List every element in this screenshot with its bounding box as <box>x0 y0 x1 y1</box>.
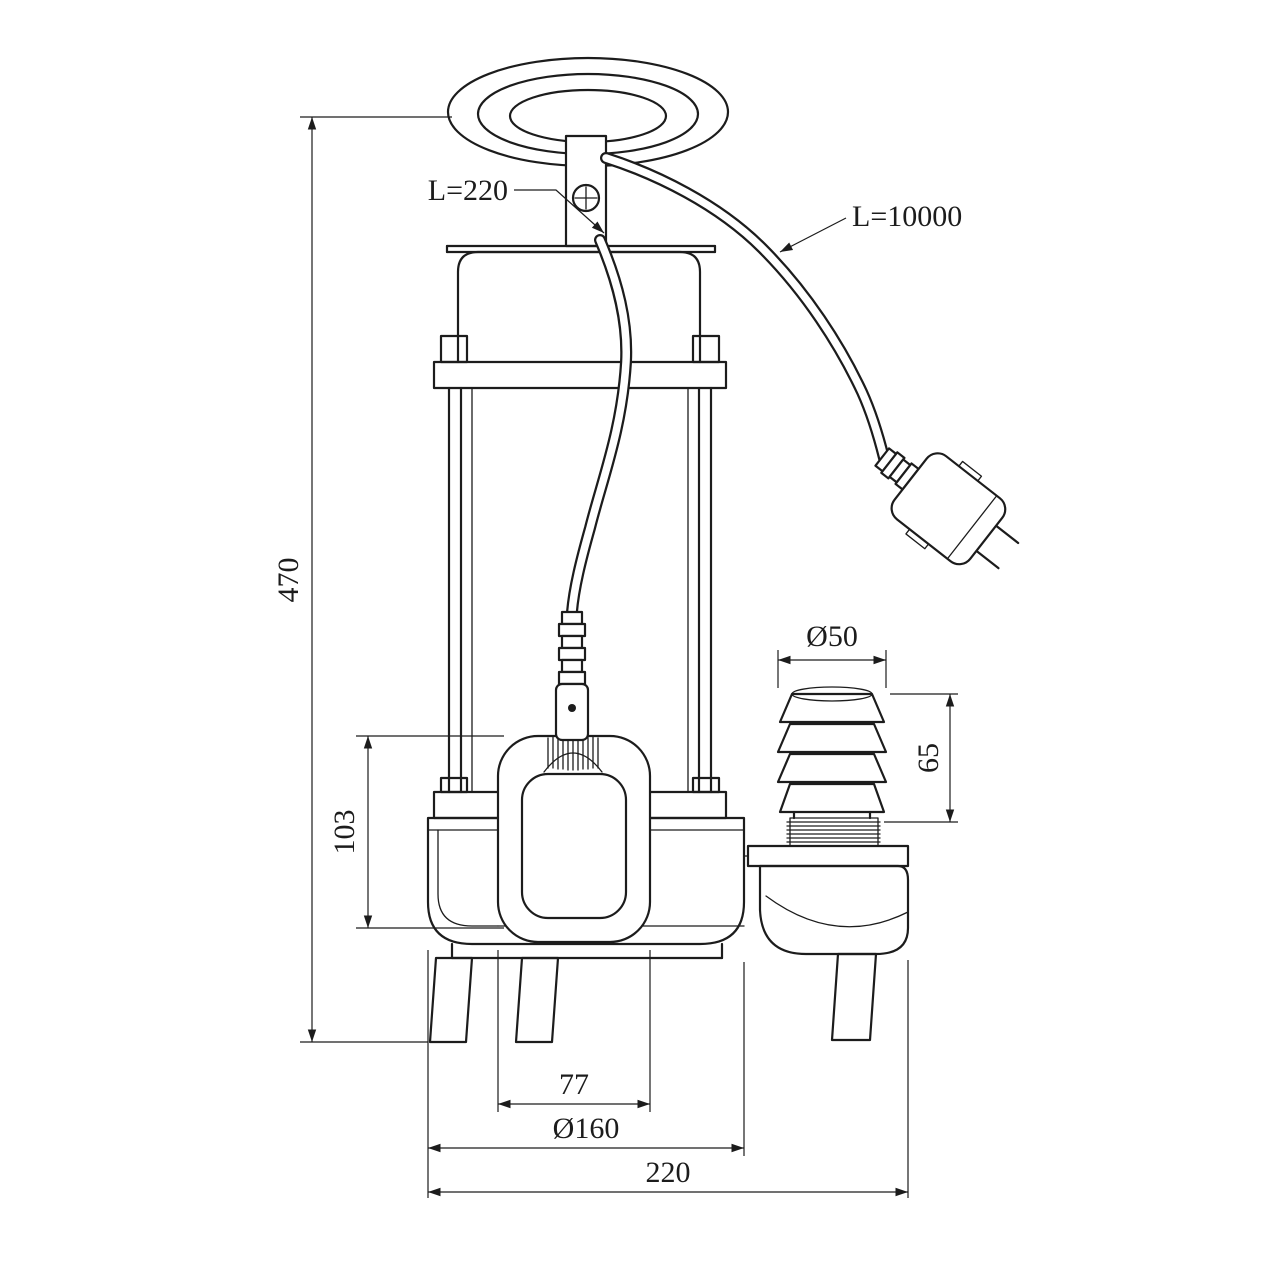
dim-77-label: 77 <box>559 1068 589 1101</box>
power-plug <box>874 447 1020 570</box>
dim-103-label: 103 <box>328 810 361 855</box>
top-flange <box>432 334 728 390</box>
pump-body <box>426 56 910 1044</box>
hose-barb <box>776 686 888 820</box>
dimension-160: Ø160 <box>427 950 745 1198</box>
dimensions: 470 103 77 Ø160 220 <box>272 116 962 1198</box>
dim-220-label: 220 <box>646 1156 691 1189</box>
tie-rods <box>447 386 713 794</box>
dim-470-label: 470 <box>272 558 305 603</box>
label-power-cable: L=10000 <box>779 200 962 253</box>
float-body <box>496 734 652 944</box>
base-rim <box>450 942 724 960</box>
float-cable-gland <box>554 610 590 742</box>
carry-bracket <box>564 134 608 248</box>
dimension-50: Ø50 <box>777 620 887 688</box>
dimension-65: 65 <box>884 693 958 823</box>
label-float-cable: L=220 <box>428 174 605 234</box>
support-legs <box>428 952 878 1044</box>
float-inner-panel <box>520 772 628 920</box>
float-hatch <box>543 735 603 773</box>
dim-160-label: Ø160 <box>553 1112 620 1145</box>
dimension-470: 470 <box>272 116 452 1043</box>
bracket-screw-icon <box>571 183 601 213</box>
thread-section <box>786 817 881 847</box>
power-cable <box>600 152 890 464</box>
float-switch <box>496 610 652 944</box>
dimension-103: 103 <box>328 735 504 929</box>
dim-50-label: Ø50 <box>806 620 858 653</box>
dimension-77: 77 <box>497 950 651 1112</box>
float-cable-length-label: L=220 <box>428 174 508 207</box>
dim-65-label: 65 <box>912 743 945 773</box>
motor-cap <box>456 250 702 364</box>
discharge-elbow <box>743 844 910 956</box>
power-cable-length-label: L=10000 <box>852 200 962 233</box>
float-cable <box>566 234 633 618</box>
dimension-220: 220 <box>428 960 909 1198</box>
